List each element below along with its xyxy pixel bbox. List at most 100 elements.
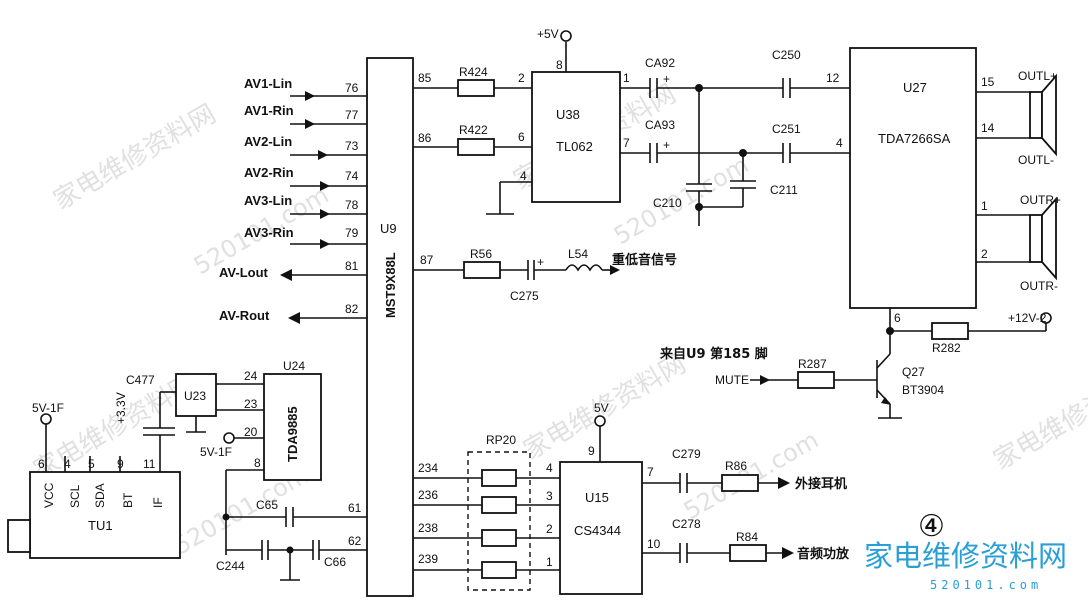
u9-pin-234: 234 — [418, 461, 438, 475]
r86-label: R86 — [725, 459, 747, 473]
r422-label: R422 — [459, 123, 488, 137]
supply-5v-node — [560, 30, 572, 42]
u15-pin-1: 1 — [546, 555, 553, 569]
input-pin-0: 76 — [345, 81, 359, 95]
u15-outputs: 7 C279 R86 外接耳机 10 C278 R84 音频功放 — [642, 447, 850, 563]
r422-resistor — [457, 138, 495, 156]
u27-pin-4: 4 — [836, 136, 843, 150]
v33-label: +3.3V — [114, 392, 128, 424]
r424-label: R424 — [459, 65, 488, 79]
speaker-outputs: 15 14 OUTL+ OUTL- 1 2 OUTR+ OUTR- — [976, 69, 1061, 293]
u15-pin-10: 10 — [647, 537, 661, 551]
u27-pin-1: 1 — [981, 199, 988, 213]
r282-label: R282 — [932, 341, 961, 355]
l54-inductor — [565, 264, 603, 272]
subwoofer-path: 87 R56 + C275 L54 重低音信号 — [413, 247, 677, 303]
rp20-outline — [467, 451, 531, 591]
q27-part: BT3904 — [902, 383, 944, 397]
u9-pin-238: 238 — [418, 521, 438, 535]
site-logo: 家电维修资料网 520101.com — [864, 539, 1067, 592]
r424-resistor — [457, 79, 495, 97]
u24-part: TDA9885 — [285, 406, 300, 462]
speaker-left-body — [1029, 91, 1043, 139]
u24-5v-node — [223, 432, 235, 444]
u15-5v-node — [594, 415, 606, 427]
u38-pin-1: 1 — [623, 71, 630, 85]
c65-label: C65 — [256, 498, 278, 512]
u9-chip — [366, 57, 414, 597]
r84-label: R84 — [736, 530, 758, 544]
c279-label: C279 — [672, 447, 701, 461]
supply-5v-label: +5V — [537, 27, 559, 41]
input-label-5: AV3-Rin — [244, 225, 294, 240]
supply-12v-node — [1040, 312, 1052, 324]
u24-ref: U24 — [283, 359, 305, 373]
c251-label: C251 — [772, 122, 801, 136]
u15-pin-4: 4 — [546, 461, 553, 475]
rp20-r3 — [481, 529, 517, 547]
c250-label: C250 — [772, 48, 801, 62]
u27-pin-6: 6 — [894, 311, 901, 325]
u27-pin-12: 12 — [826, 71, 840, 85]
u24-5v-label: 5V-1F — [200, 445, 232, 459]
bass-signal-label: 重低音信号 — [612, 252, 677, 268]
u9-pin-236: 236 — [418, 488, 438, 502]
output-pin-0: 81 — [345, 259, 359, 273]
tu1-name-0: VCC — [42, 482, 56, 508]
c244-label: C244 — [216, 559, 245, 573]
ca92-label: CA92 — [645, 56, 675, 70]
u24-chip — [263, 373, 322, 481]
u38-input-network: 85 R424 2 86 R422 6 — [413, 65, 532, 156]
input-label-1: AV1-Rin — [244, 103, 294, 118]
tu1-5v-label: 5V-1F — [32, 401, 64, 415]
output-pin-1: 82 — [345, 302, 359, 316]
u15-ref: U15 — [585, 490, 609, 505]
u27-input-network: 1 CA92 + C250 12 7 CA93 + C251 4 C210 C — [620, 48, 850, 226]
u24-pin-20: 20 — [244, 425, 258, 439]
ca92-plus: + — [663, 72, 670, 86]
u27-chip — [849, 47, 977, 309]
u38-chip — [531, 71, 621, 203]
u27-part: TDA7266SA — [878, 131, 951, 146]
output-label-0: AV-Lout — [219, 265, 269, 280]
tu1-ref: TU1 — [88, 518, 113, 533]
r56-resistor — [463, 261, 501, 279]
rp20-r2 — [481, 496, 517, 514]
outr-minus-label: OUTR- — [1020, 279, 1058, 293]
speaker-left-cone — [1041, 73, 1057, 157]
u27-pin-14: 14 — [981, 121, 995, 135]
input-pin-2: 73 — [345, 139, 359, 153]
mute-source-note: 来自U9 第185 脚 — [659, 346, 768, 362]
tu1-5v-node — [40, 413, 52, 425]
tuner-section: U24 TDA9885 24 23 20 8 U23 C477 +3.3V 5V… — [7, 359, 322, 559]
rp20-network: RP20 234 236 238 239 4 3 2 1 — [413, 433, 560, 591]
audio-amp-label: 音频功放 — [797, 546, 850, 562]
ext-headphone-label: 外接耳机 — [794, 476, 847, 492]
ca93-plus: + — [663, 138, 670, 152]
speaker-right-cone — [1041, 196, 1057, 281]
u15-5v-label: 5V — [594, 401, 609, 415]
u9-ref: U9 — [380, 221, 397, 236]
u9-pin-85: 85 — [418, 71, 432, 85]
logo-text: 家电维修资料网 — [864, 539, 1067, 573]
tu1-connector — [7, 519, 31, 553]
output-signals: AV-Lout 81 AV-Rout 82 — [219, 259, 367, 324]
r287-label: R287 — [798, 357, 827, 371]
c275-label: C275 — [510, 289, 539, 303]
input-label-2: AV2-Lin — [244, 134, 292, 149]
u38-ref: U38 — [556, 107, 580, 122]
outl-plus-label: OUTL+ — [1018, 69, 1057, 83]
c477-label: C477 — [126, 373, 155, 387]
rp20-r1 — [481, 469, 517, 487]
input-label-3: AV2-Rin — [244, 165, 294, 180]
tu1-name-2: SDA — [93, 483, 107, 508]
input-label-0: AV1-Lin — [244, 76, 292, 91]
u27-ref: U27 — [903, 80, 927, 95]
r282-resistor — [931, 322, 969, 340]
speaker-right-body — [1029, 214, 1043, 263]
input-pin-1: 77 — [345, 108, 359, 122]
supply-12v-label: +12V-2 — [1008, 311, 1047, 325]
u38-pin-6: 6 — [518, 130, 525, 144]
